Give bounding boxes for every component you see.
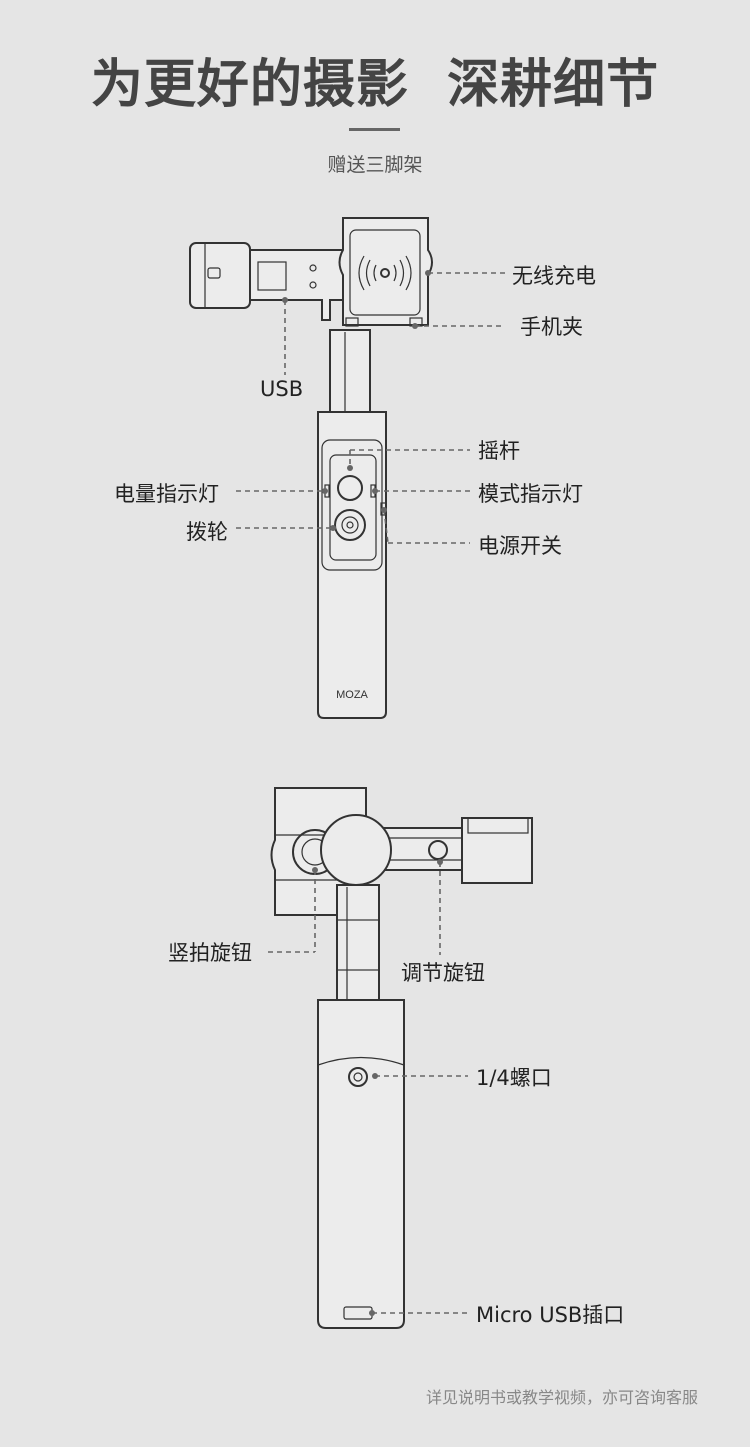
dial-wheel-shape [334, 509, 366, 541]
title-divider [349, 128, 400, 131]
label-dial-wheel: 拨轮 [186, 520, 228, 544]
roll-arm [249, 249, 346, 321]
label-joystick: 摇杆 [478, 439, 520, 463]
phone-clamp-shape [338, 217, 433, 326]
footer-note: 详见说明书或教学视频，亦可咨询客服 [425, 1388, 698, 1407]
motor-back-main [320, 814, 392, 886]
label-wireless-charging: 无线充电 [512, 264, 596, 288]
mount-thread-shape [348, 1067, 368, 1087]
label-usb: USB [260, 377, 304, 401]
page-title: 为更好的摄影 深耕细节 [90, 55, 660, 115]
label-portrait-knob: 竖拍旋钮 [168, 941, 252, 965]
label-quarter-inch-mount: 1/4螺口 [476, 1066, 552, 1090]
label-adjust-knob: 调节旋钮 [401, 961, 485, 985]
handle-front [317, 411, 387, 719]
label-phone-clamp: 手机夹 [520, 315, 583, 339]
gimbal-front-illustration: MOZA [189, 217, 505, 719]
joystick-knob [337, 475, 363, 501]
brand-logo: MOZA [336, 689, 368, 701]
label-mode-indicator: 模式指示灯 [478, 482, 583, 506]
label-micro-usb-port: Micro USB插口 [476, 1303, 625, 1327]
page-subtitle: 赠送三脚架 [327, 154, 423, 176]
gimbal-back-illustration [268, 787, 533, 1329]
handle-back [317, 999, 405, 1329]
label-power-switch: 电源开关 [478, 534, 562, 558]
motor-back-right [461, 817, 533, 884]
label-battery-indicator: 电量指示灯 [114, 482, 219, 506]
tilt-arm [329, 329, 371, 416]
wireless-charging-icon [380, 268, 390, 278]
